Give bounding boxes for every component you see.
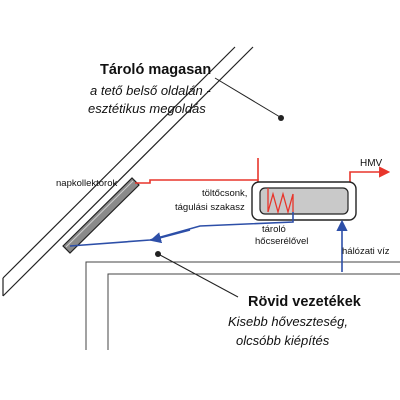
bottom-callout-title: Rövid vezetékek xyxy=(248,294,362,310)
mains-water-label: hálózati víz xyxy=(342,246,390,257)
expansion-label-line2: tágulási szakasz xyxy=(175,202,245,213)
bottom-callout-dot xyxy=(155,251,161,257)
heat-exchanger-coil xyxy=(267,188,294,215)
bottom-callout-pointer xyxy=(159,254,239,298)
return-arrow xyxy=(149,229,191,244)
roof xyxy=(2,46,254,297)
solar-collector xyxy=(62,177,140,254)
cold-pipe xyxy=(69,212,348,272)
top-callout-dot xyxy=(278,115,284,121)
callout-pointers xyxy=(155,77,284,298)
top-callout-line2: esztétikus megoldás xyxy=(88,101,206,116)
building-structure xyxy=(85,261,400,350)
bottom-callout-line2: olcsóbb kiépítés xyxy=(236,333,330,348)
hot-flow-pipe xyxy=(135,179,268,189)
roof-inner-edge xyxy=(2,46,254,297)
tank-label-line2: hőcserélővel xyxy=(255,236,308,247)
attic-floor-line xyxy=(85,261,400,350)
collectors-label: napkollektorok xyxy=(56,178,118,189)
top-callout-title: Tároló magasan xyxy=(100,62,211,78)
collector-panel xyxy=(62,177,140,254)
ceiling-line xyxy=(107,273,400,350)
tank-label-line1: tároló xyxy=(262,224,286,235)
bottom-callout-line1: Kisebb hőveszteség, xyxy=(228,314,348,329)
hmv-label: HMV xyxy=(360,158,383,169)
top-callout-line1: a tető belső oldalán - xyxy=(90,83,211,98)
storage-tank xyxy=(251,181,357,221)
expansion-label-line1: töltőcsonk, xyxy=(202,188,247,199)
cold-return-pipe xyxy=(69,212,294,247)
top-callout-pointer xyxy=(214,77,281,118)
roof-outer-edge xyxy=(2,46,236,279)
tank-inner xyxy=(259,187,349,215)
collector-highlight xyxy=(65,180,134,248)
